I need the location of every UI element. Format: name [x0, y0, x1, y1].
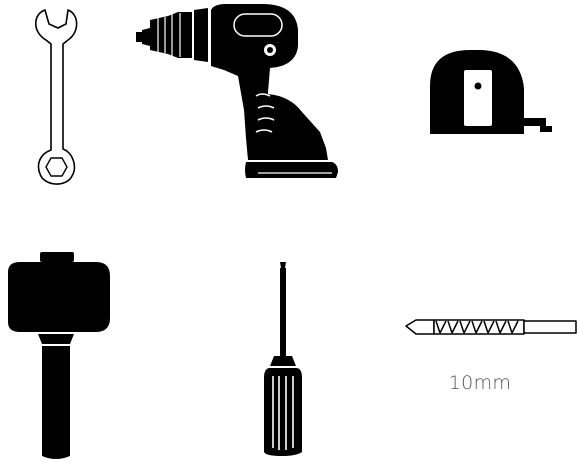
wrench-icon — [34, 9, 78, 185]
drill-bit-icon — [405, 319, 577, 335]
screwdriver-icon — [264, 262, 302, 456]
mallet-icon — [8, 252, 110, 459]
drill-bit-size-label: 10mm — [448, 372, 512, 394]
cordless-drill-icon — [136, 4, 338, 178]
tape-measure-icon — [430, 50, 552, 134]
